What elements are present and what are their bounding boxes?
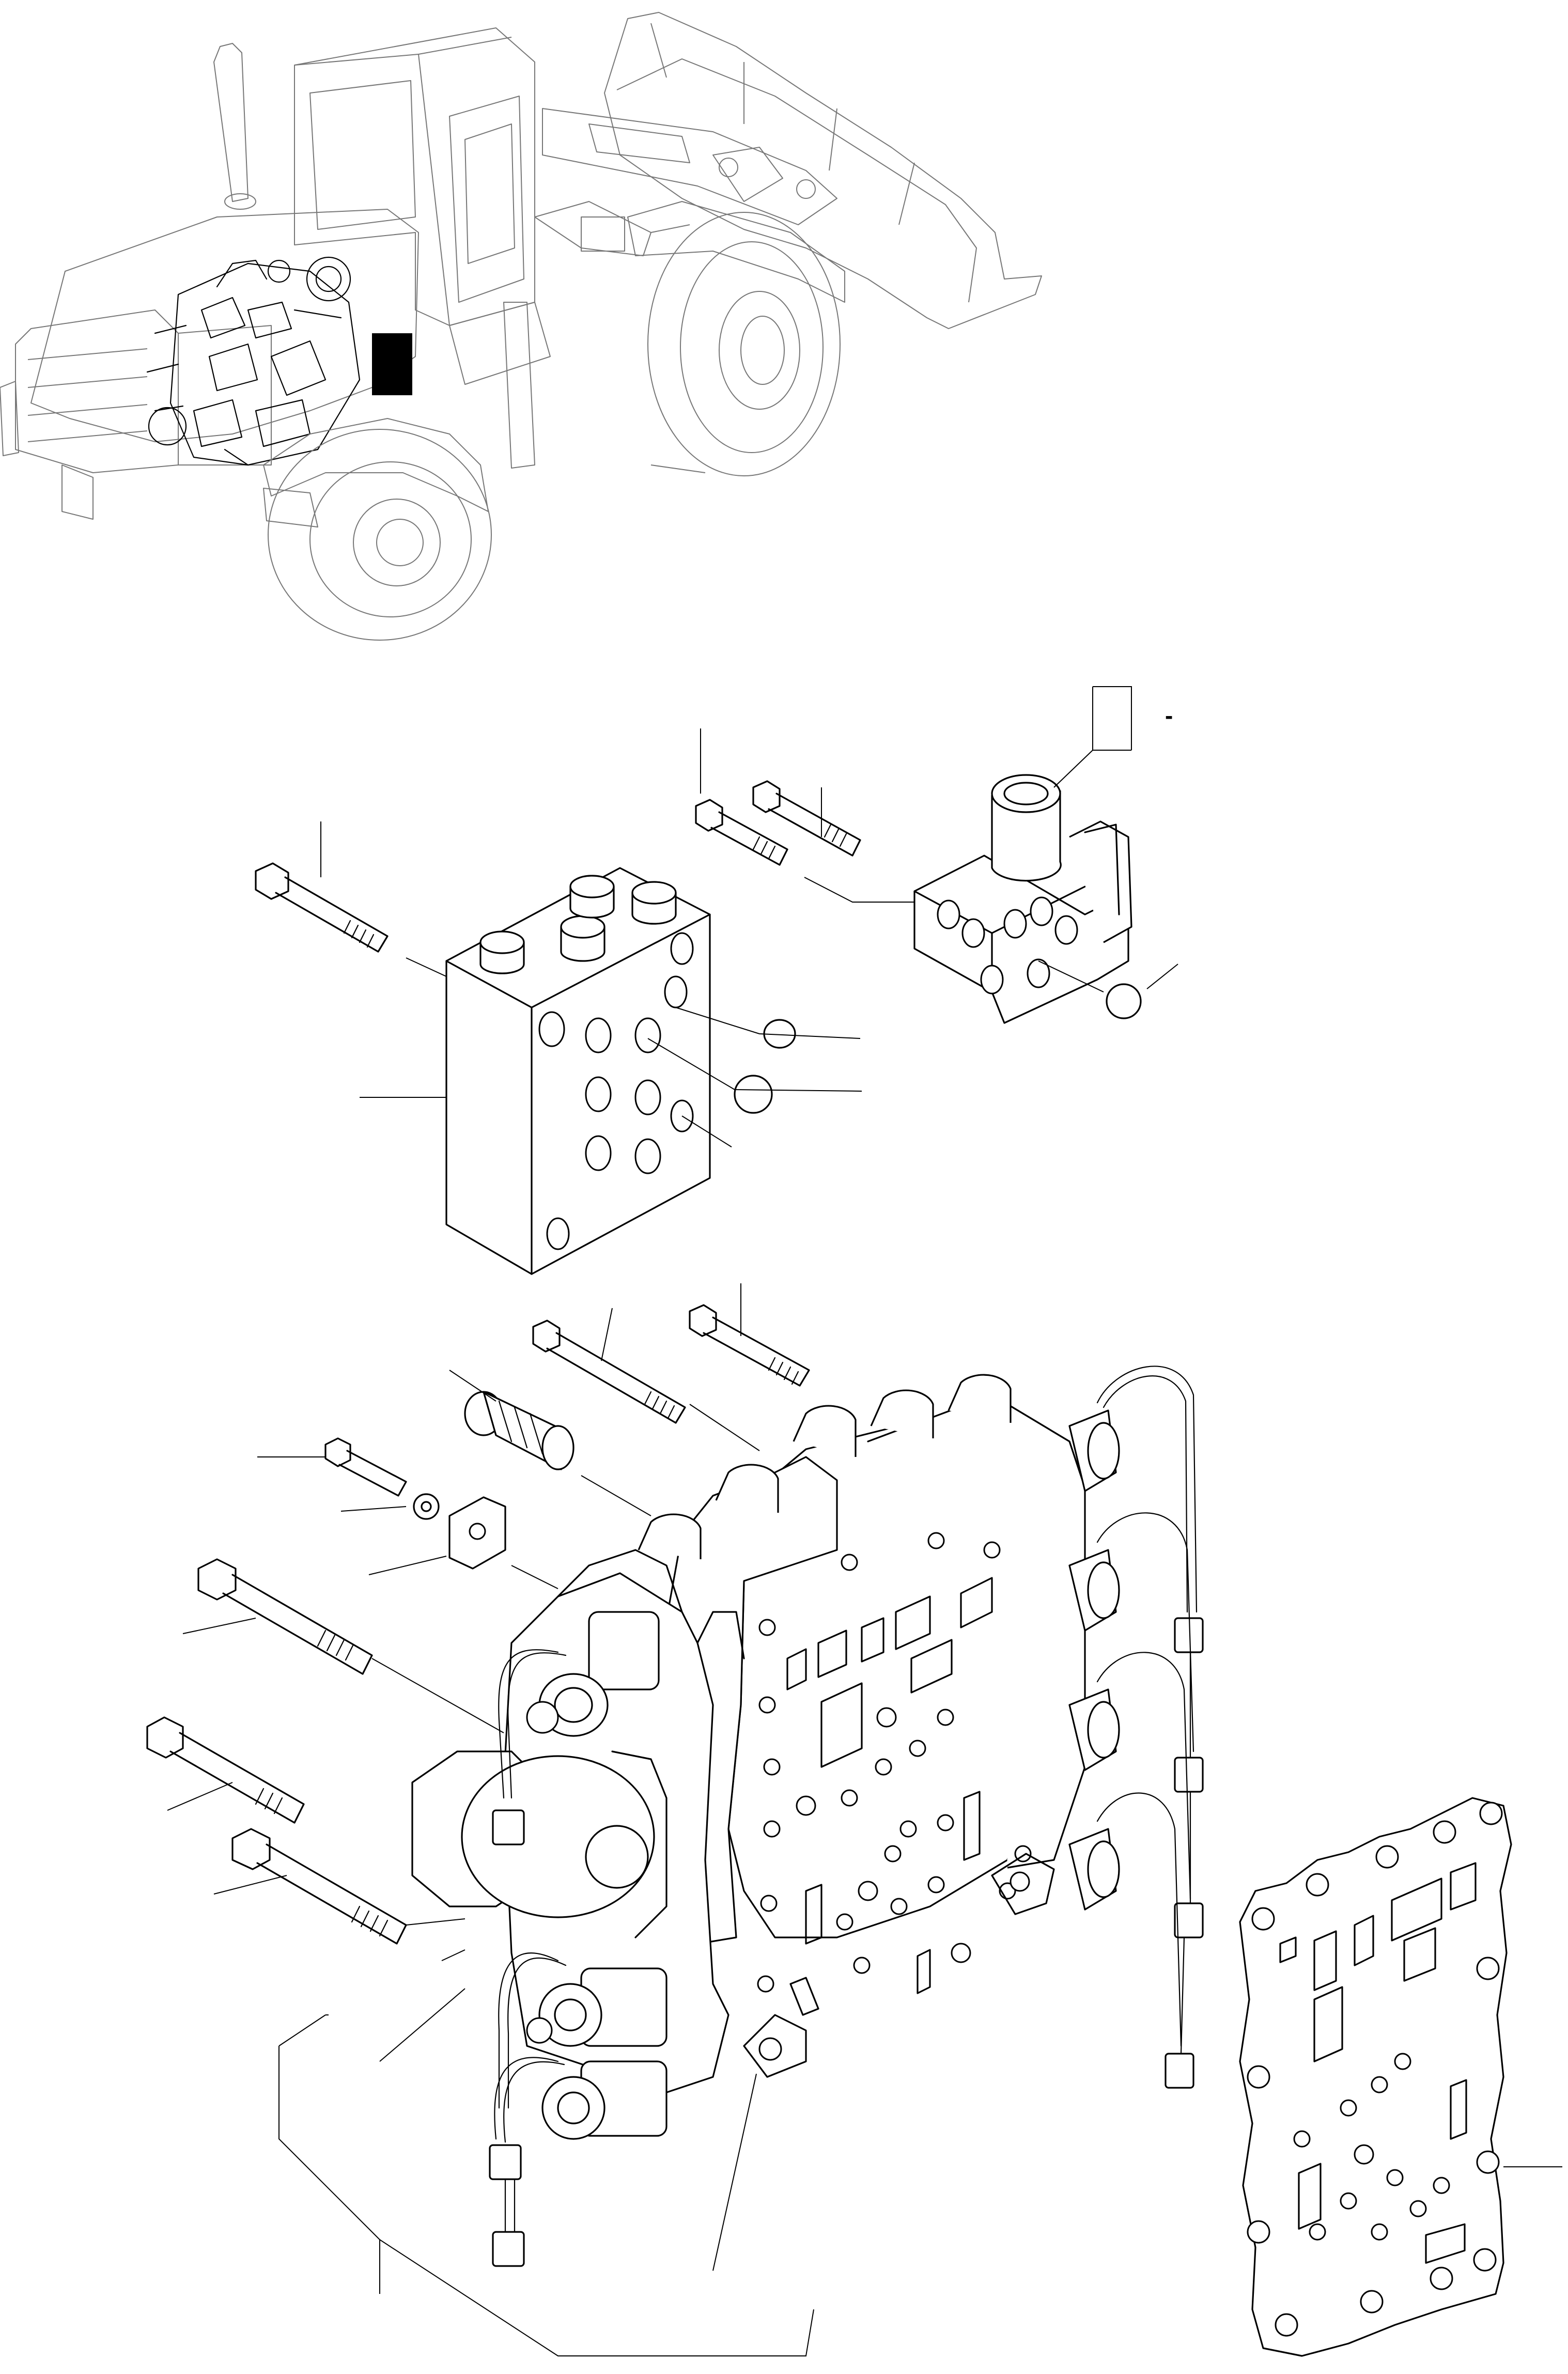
plate-cutouts bbox=[1248, 1803, 1502, 2336]
fitting-block bbox=[914, 775, 1131, 1023]
plate-windows bbox=[787, 1578, 992, 1993]
solenoid-3 bbox=[542, 2061, 666, 2139]
lower-bolts bbox=[147, 1305, 809, 1944]
solenoid-1 bbox=[527, 1612, 659, 1736]
location-marker bbox=[372, 333, 412, 395]
valve-caps bbox=[480, 876, 676, 973]
bolts-pair bbox=[696, 781, 860, 865]
small-parts bbox=[414, 1392, 573, 1569]
o-rings bbox=[735, 984, 1141, 1113]
right-solenoids bbox=[1069, 1410, 1119, 1910]
solenoid-2 bbox=[527, 1968, 666, 2046]
valve-block bbox=[446, 868, 710, 1274]
reference-dash-label: - bbox=[1165, 702, 1173, 729]
transmission-control-valve bbox=[412, 1366, 1203, 2266]
leader-lines-lower bbox=[167, 1283, 1562, 2356]
wiring-left bbox=[490, 1650, 566, 2266]
wiring-right bbox=[1097, 1366, 1203, 2088]
wheel-loader-illustration bbox=[0, 12, 1042, 640]
engine-detail bbox=[147, 257, 360, 465]
leader-lines-middle bbox=[321, 687, 1178, 1147]
solenoid-large bbox=[412, 1751, 666, 1937]
long-bolt-1 bbox=[256, 863, 387, 952]
separator-plate bbox=[1240, 1798, 1511, 2356]
